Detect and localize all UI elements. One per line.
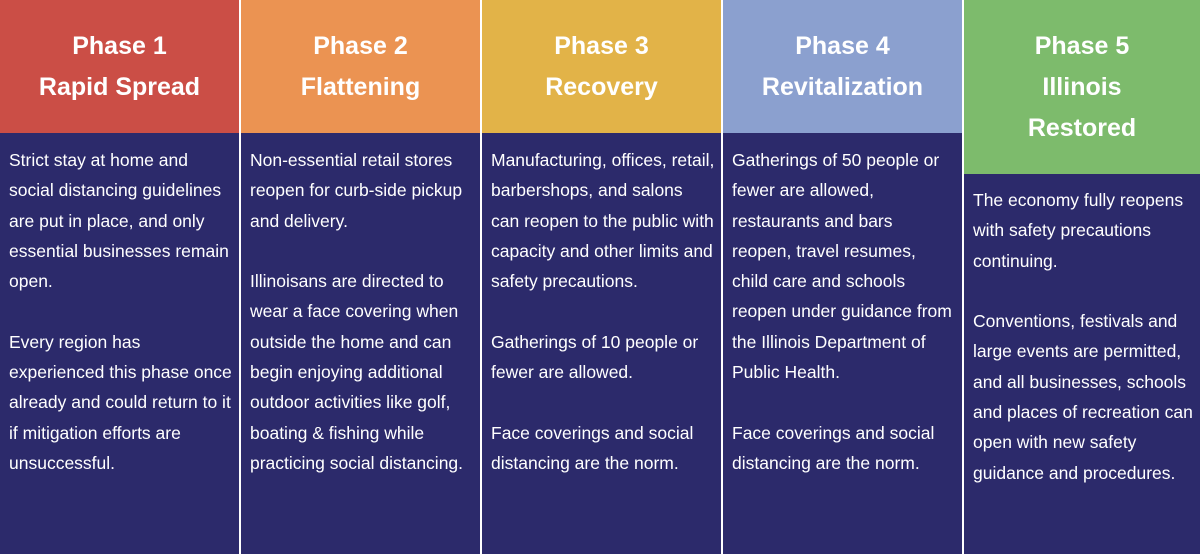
phase-1-paragraph: Strict stay at home and social distancin…	[9, 150, 229, 292]
phase-4-subtitle: Revitalization	[761, 72, 924, 101]
phase-3-paragraph: Manufacturing, offices, retail, barbersh…	[491, 150, 715, 292]
phase-4-title: Phase 4	[795, 31, 890, 60]
phase-5-subtitle: Restored	[1027, 113, 1137, 142]
phase-5-paragraph: The economy fully reopens with safety pr…	[973, 190, 1184, 271]
phase-4-paragraph: Gatherings of 50 people or fewer are all…	[732, 150, 952, 383]
phase-4-description: Gatherings of 50 people or fewer are all…	[723, 133, 962, 478]
phase-2-description: Non-essential retail stores reopen for c…	[241, 133, 480, 478]
phase-5-paragraph: Conventions, festivals and large events …	[973, 311, 1193, 483]
phase-3-title: Phase 3	[554, 31, 649, 60]
phase-3-header: Phase 3 Recovery	[482, 0, 721, 133]
phase-5-title: Phase 5	[1034, 31, 1130, 60]
phase-3-paragraph: Face coverings and social distancing are…	[491, 422, 694, 473]
phase-3-paragraph: Gatherings of 10 people or fewer are all…	[491, 331, 699, 383]
phase-2-title: Phase 2	[313, 31, 408, 60]
phase-3-subtitle: Recovery	[545, 72, 658, 101]
phase-2-column: Phase 2 Flattening Non-essential retail …	[241, 0, 480, 554]
phase-2-header: Phase 2 Flattening	[241, 0, 480, 133]
phase-1-title: Phase 1	[72, 31, 167, 60]
phase-1-subtitle: Rapid Spread	[38, 72, 201, 101]
phase-2-paragraph: Non-essential retail stores reopen for c…	[250, 150, 463, 231]
phase-5-subtitle: Illinois	[1042, 72, 1122, 101]
phase-4-header: Phase 4 Revitalization	[723, 0, 962, 133]
phase-2-paragraph: Illinoisans are directed to wear a face …	[250, 271, 464, 473]
phase-5-column: Phase 5 Illinois Restored The economy fu…	[964, 0, 1200, 554]
phase-1-description: Strict stay at home and social distancin…	[0, 133, 239, 478]
phase-4-paragraph: Face coverings and social distancing are…	[732, 422, 935, 473]
phase-4-column: Phase 4 Revitalization Gatherings of 50 …	[723, 0, 962, 554]
phase-3-column: Phase 3 Recovery Manufacturing, offices,…	[482, 0, 721, 554]
phase-1-paragraph: Every region has experienced this phase …	[9, 331, 232, 473]
phase-5-description: The economy fully reopens with safety pr…	[964, 174, 1200, 488]
phase-3-description: Manufacturing, offices, retail, barbersh…	[482, 133, 721, 478]
phase-1-header: Phase 1 Rapid Spread	[0, 0, 239, 133]
phase-1-column: Phase 1 Rapid Spread Strict stay at home…	[0, 0, 239, 554]
phase-5-header: Phase 5 Illinois Restored	[964, 0, 1200, 174]
phase-2-subtitle: Flattening	[300, 72, 421, 101]
